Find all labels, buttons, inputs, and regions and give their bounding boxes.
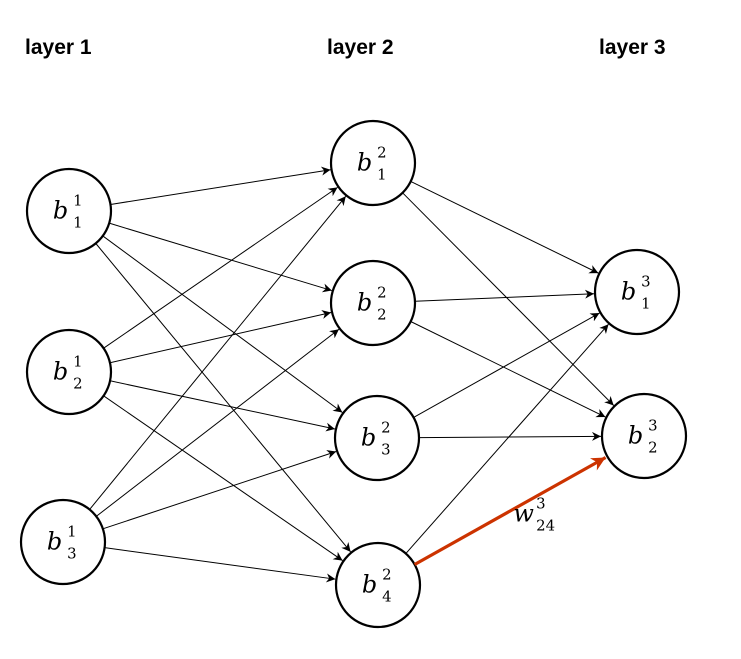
svg-text:2: 2 — [381, 419, 390, 437]
svg-text:1: 1 — [67, 523, 76, 541]
layer-2-title: layer 2 — [327, 36, 394, 59]
edge-b22-b31 — [414, 289, 595, 302]
svg-text:1: 1 — [641, 294, 650, 312]
svg-text:2: 2 — [648, 438, 657, 456]
svg-text:1: 1 — [73, 192, 82, 210]
edges — [89, 166, 615, 583]
svg-text:b: b — [628, 422, 643, 450]
svg-text:2: 2 — [73, 374, 82, 392]
svg-text:b: b — [362, 571, 377, 599]
edge-b13-b24 — [104, 547, 336, 583]
svg-text:b: b — [47, 528, 62, 556]
svg-text:1: 1 — [73, 213, 82, 231]
edge-b23-b32 — [418, 431, 602, 441]
svg-text:3: 3 — [641, 273, 650, 291]
svg-text:2: 2 — [377, 144, 386, 162]
svg-text:1: 1 — [377, 165, 386, 183]
edge-b21-b32 — [402, 192, 615, 406]
edge-b11-b22 — [109, 222, 332, 293]
edge-b12-b23 — [109, 380, 336, 432]
svg-text:2: 2 — [377, 305, 386, 323]
edge-b12-b21 — [103, 186, 338, 349]
edge-b23-b31 — [413, 312, 600, 418]
svg-text:3: 3 — [536, 495, 545, 513]
edge-b11-b24 — [95, 243, 351, 553]
edge-b11-b23 — [102, 235, 343, 413]
svg-text:2: 2 — [382, 566, 391, 584]
edge-b12-b22 — [109, 310, 332, 364]
edge-b22-b32 — [410, 321, 606, 418]
layer-1-title: layer 1 — [25, 36, 92, 59]
svg-text:b: b — [53, 197, 68, 225]
edge-b13-b22 — [95, 328, 340, 517]
svg-text:3: 3 — [648, 417, 657, 435]
edge-b21-b31 — [410, 180, 599, 274]
svg-text:3: 3 — [381, 440, 390, 458]
edge-b11-b21 — [110, 166, 331, 205]
svg-text:b: b — [357, 289, 372, 317]
svg-text:b: b — [53, 358, 68, 386]
svg-text:b: b — [361, 424, 376, 452]
svg-text:24: 24 — [536, 516, 555, 534]
svg-text:4: 4 — [382, 587, 391, 605]
svg-text:1: 1 — [73, 353, 82, 371]
edge-b13-b21 — [89, 195, 347, 510]
edge-b24-b31 — [405, 323, 609, 554]
layer-3-title: layer 3 — [599, 36, 666, 59]
svg-text:b: b — [621, 278, 636, 306]
svg-text:w: w — [513, 500, 534, 528]
edge-b13-b23 — [102, 450, 337, 530]
highlighted-edge — [413, 456, 607, 566]
svg-text:3: 3 — [67, 544, 76, 562]
svg-text:2: 2 — [377, 284, 386, 302]
edge-b12-b24 — [103, 395, 343, 562]
svg-text:b: b — [357, 149, 372, 177]
